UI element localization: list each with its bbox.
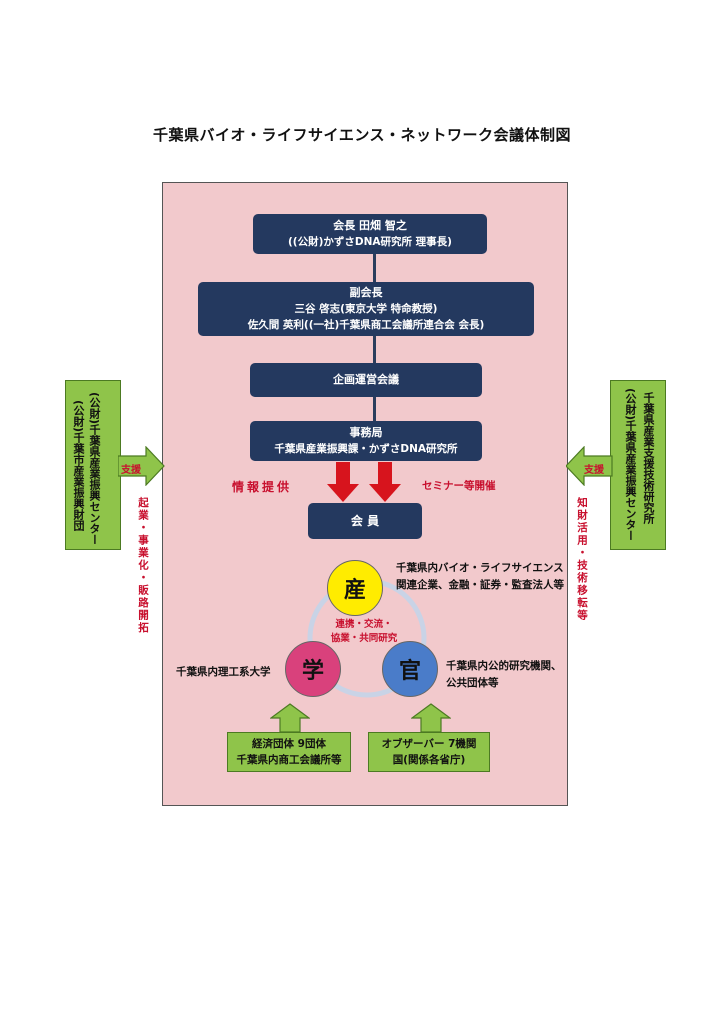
vice-chair-1: 三谷 啓志(東京大学 特命教授) [294, 303, 438, 315]
vice-chair-label: 副会長 [349, 286, 383, 299]
academia-circle: 学 [285, 641, 341, 697]
members-label: 会 員 [350, 514, 380, 528]
right-support-org-2: 千葉県産業支援技術研究所 [642, 392, 655, 524]
left-support-org-2: (公財)千葉市産業振興財団 [72, 400, 85, 532]
down-arrow-right-icon [369, 462, 401, 502]
down-arrow-left-icon [327, 462, 359, 502]
vice-chair-2: 佐久間 英利((一社)千葉県商工会議所連合会 会長) [247, 319, 485, 331]
chair-affiliation: ((公財)かずさDNA研究所 理事長) [288, 236, 452, 248]
industry-desc-2: 関連企業、金融・証券・監査法人等 [396, 579, 564, 591]
left-support-box [65, 380, 121, 550]
collaboration-line-1: 連携・交流・ [335, 619, 393, 630]
economic-groups-box: 経済団体 9団体 千葉県内商工会議所等 [227, 732, 351, 772]
diagram-title: 千葉県バイオ・ライフサイエンス・ネットワーク会議体制図 [152, 126, 572, 144]
economic-groups-line-1: 経済団体 9団体 [252, 738, 326, 750]
industry-circle: 産 [327, 560, 383, 616]
government-desc-2: 公共団体等 [446, 677, 499, 689]
secretariat-org: 千葉県産業振興課・かずさDNA研究所 [274, 443, 458, 455]
industry-description: 千葉県内バイオ・ライフサイエンス 関連企業、金融・証券・監査法人等 [396, 560, 564, 594]
observers-box: オブザーバー 7機関 国(関係各省庁) [368, 732, 490, 772]
observers-line-1: オブザーバー 7機関 [381, 738, 477, 750]
chair-box: 会長 田畑 智之 ((公財)かずさDNA研究所 理事長) [253, 214, 487, 254]
seminar-label: セミナー等開催 [422, 480, 496, 492]
government-label: 官 [398, 659, 421, 684]
academia-description: 千葉県内理工系大学 [176, 666, 271, 678]
academia-label: 学 [301, 659, 324, 684]
secretariat-label: 事務局 [349, 426, 383, 439]
industry-desc-1: 千葉県内バイオ・ライフサイエンス [396, 562, 564, 574]
right-support-label: 支援 [584, 465, 604, 476]
government-circle: 官 [382, 641, 438, 697]
industry-label: 産 [343, 578, 366, 603]
secretariat-box: 事務局 千葉県産業振興課・かずさDNA研究所 [250, 421, 482, 461]
left-arrow-right-icon [118, 446, 165, 486]
left-support-services: 起業・事業化・販路開拓 [137, 497, 149, 635]
up-arrow-right-icon [411, 703, 451, 733]
planning-label: 企画運営会議 [333, 373, 399, 386]
right-support-org-1: (公財)千葉県産業振興センター [624, 388, 637, 542]
right-support-box [610, 380, 666, 550]
collaboration-center-label: 連携・交流・ 協業・共同研究 [322, 618, 406, 646]
left-support-org-1: (公財)千葉県産業振興センター [88, 392, 101, 546]
right-arrow-left-icon [566, 446, 613, 486]
chair-name: 会長 田畑 智之 [333, 219, 407, 232]
government-desc-1: 千葉県内公的研究機関、 [446, 660, 562, 672]
vice-chair-box: 副会長 三谷 啓志(東京大学 特命教授) 佐久間 英利((一社)千葉県商工会議所… [198, 282, 534, 336]
hierarchy-connector [373, 250, 376, 426]
left-support-label: 支援 [121, 465, 141, 476]
government-description: 千葉県内公的研究機関、 公共団体等 [446, 658, 562, 692]
planning-box: 企画運営会議 [250, 363, 482, 397]
info-label: 情報提供 [232, 480, 293, 494]
economic-groups-line-2: 千葉県内商工会議所等 [236, 754, 342, 766]
collaboration-line-2: 協業・共同研究 [330, 633, 398, 644]
right-support-services: 知財活用・技術移転等 [576, 497, 588, 622]
down-arrows [327, 462, 401, 502]
observers-line-2: 国(関係各省庁) [392, 754, 466, 766]
members-box: 会 員 [308, 503, 422, 539]
up-arrow-left-icon [270, 703, 310, 733]
